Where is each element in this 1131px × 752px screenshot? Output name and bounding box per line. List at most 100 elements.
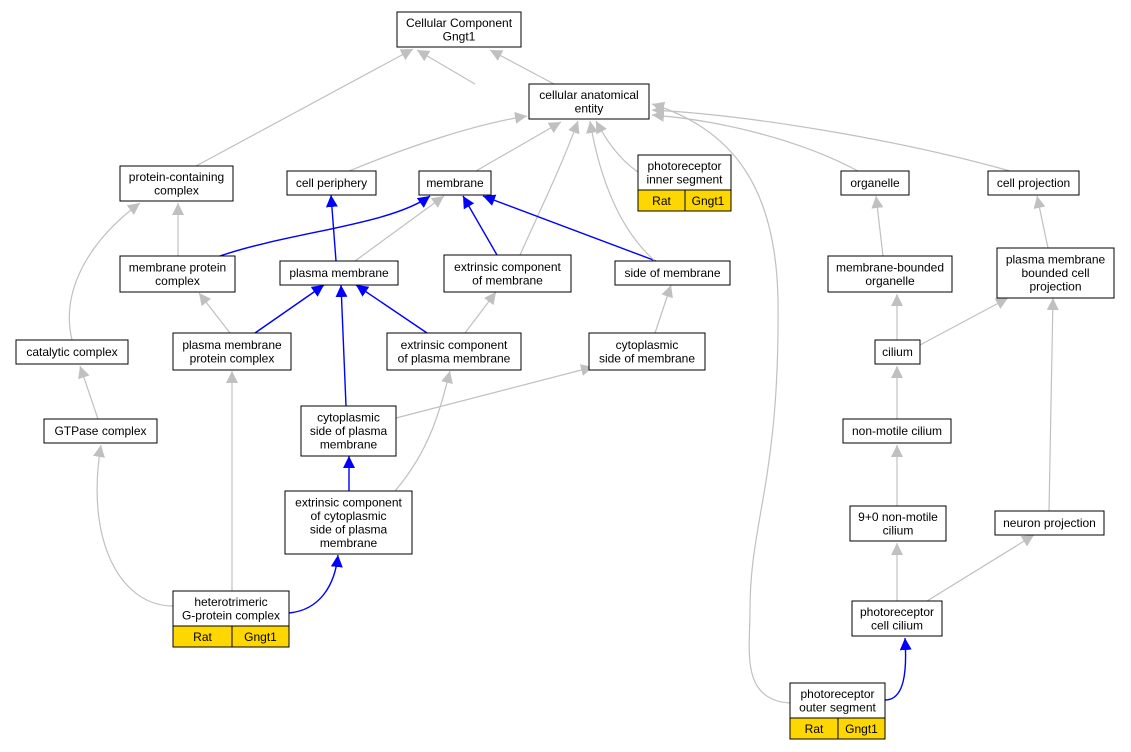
- edge-som-to-mem: [482, 194, 657, 262]
- node-label: organelle: [850, 176, 900, 190]
- node-label: entity: [575, 101, 604, 115]
- edge-cae-to-cc: [489, 49, 555, 85]
- edge-cproj-to-cae: [651, 104, 1011, 172]
- node-box: [588, 332, 706, 371]
- edge-cil-to-pmbcp: [919, 297, 1009, 346]
- node-box: [637, 154, 732, 191]
- node-label: cellular anatomical: [539, 88, 638, 102]
- node-label: extrinsic component: [454, 260, 561, 274]
- edge-np-to-pmbcp: [1046, 297, 1059, 512]
- node-label: cell periphery: [296, 176, 367, 190]
- edge-gtp-to-cat: [78, 365, 99, 420]
- node-pm[interactable]: plasma membrane: [279, 260, 399, 286]
- node-cil[interactable]: cilium: [874, 339, 921, 365]
- node-label: extrinsic component: [295, 495, 402, 509]
- node-box: [119, 165, 234, 202]
- annotation-gene-cell: [231, 625, 290, 648]
- node-gtp[interactable]: GTPase complex: [43, 418, 158, 444]
- node-box: [43, 418, 158, 444]
- node-label: heterotrimeric: [194, 595, 267, 609]
- node-label: plasma membrane: [1006, 253, 1106, 267]
- node-som[interactable]: side of membrane: [614, 260, 731, 286]
- edge-cspm-to-csom: [395, 364, 594, 419]
- edge-pmpc-to-mpc: [198, 292, 231, 334]
- edge-hgp-to-ecc: [288, 554, 343, 614]
- node-label: neuron projection: [1003, 516, 1096, 530]
- node-box: [418, 170, 492, 196]
- edge-cae-to-root: [416, 49, 476, 85]
- node-label: membrane-bounded: [836, 260, 944, 274]
- node-label: plasma membrane: [289, 266, 389, 280]
- annotation-gene-cell: [684, 189, 732, 212]
- annotation-species: Rat: [652, 194, 671, 208]
- node-label: cytoplasmic: [317, 411, 380, 425]
- edge-ecc-to-ecpm: [394, 370, 453, 492]
- node-mem[interactable]: membrane: [418, 170, 492, 196]
- node-label: bounded cell: [1021, 266, 1089, 280]
- node-box: [286, 170, 377, 196]
- edge-cat-to-pcc: [68, 202, 141, 341]
- annotation-gene: Gngt1: [692, 194, 725, 208]
- node-np[interactable]: neuron projection: [994, 510, 1105, 536]
- edge-pmpc-to-pm: [254, 284, 325, 334]
- node-label: G-protein complex: [182, 608, 280, 622]
- node-box: [443, 254, 572, 293]
- node-cat[interactable]: catalytic complex: [15, 339, 129, 365]
- annotation-gene: Gngt1: [244, 630, 277, 644]
- node-label: extrinsic component: [401, 338, 508, 352]
- node-label: of plasma membrane: [398, 351, 511, 365]
- edge-ecpm-to-ecm: [464, 291, 497, 334]
- edge-mbo-to-org: [871, 195, 884, 257]
- node-cp[interactable]: cell periphery: [286, 170, 377, 196]
- node-box: [827, 255, 953, 293]
- edge-cp-to-cae: [348, 111, 528, 172]
- node-label: projection: [1029, 280, 1081, 294]
- node-box: [849, 505, 947, 542]
- node-label: side of plasma: [310, 424, 388, 438]
- node-label: photoreceptor: [800, 687, 874, 701]
- edge-som-to-cae: [586, 120, 656, 262]
- node-label: membrane: [320, 438, 378, 452]
- node-box: [994, 510, 1105, 536]
- node-label: side of membrane: [599, 351, 695, 365]
- edge-pm-to-mem: [354, 195, 445, 262]
- node-box: [396, 11, 522, 48]
- node-label: membrane protein: [129, 260, 226, 274]
- node-nmc[interactable]: non-motile cilium: [842, 418, 952, 444]
- edge-csom-to-som: [654, 284, 673, 334]
- edge-org-to-cae: [651, 109, 859, 172]
- edge-mpc-to-mem: [219, 195, 431, 257]
- annotation-gene: Gngt1: [845, 722, 878, 736]
- edge-pm-to-cp: [325, 194, 338, 262]
- edge-pos-to-pcil: [884, 637, 912, 701]
- edge-pcc-to-root: [195, 48, 414, 167]
- node-box: [172, 590, 290, 627]
- node-label: membrane: [320, 536, 378, 550]
- annotation-species: Rat: [805, 722, 824, 736]
- edge-ecpm-to-pm: [355, 284, 428, 334]
- node-label: cilium: [882, 345, 913, 359]
- node-label: cell projection: [997, 176, 1070, 190]
- node-label: complex: [155, 274, 200, 288]
- node-org[interactable]: organelle: [840, 170, 910, 196]
- node-cproj[interactable]: cell projection: [987, 170, 1080, 196]
